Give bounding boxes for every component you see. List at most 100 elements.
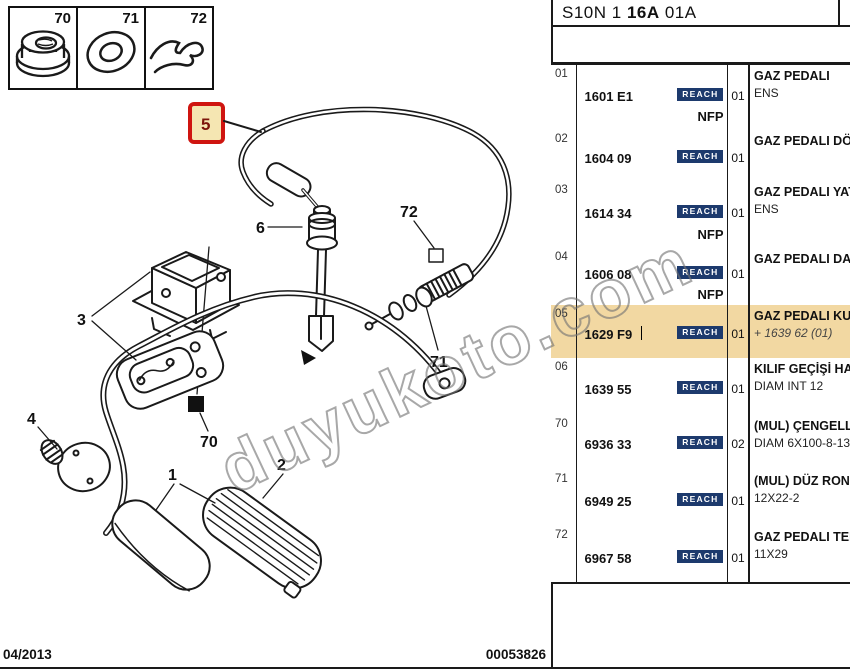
quantity: 01 bbox=[731, 382, 745, 396]
reach-badge[interactable]: REACH bbox=[677, 205, 723, 218]
quantity: 01 bbox=[731, 267, 745, 281]
table-row: 70 6936 33 REACH 02 (MUL) ÇENGELL DIAM 6X100-… bbox=[551, 415, 850, 471]
legend-cell-72: 72 bbox=[144, 6, 214, 90]
reach-badge[interactable]: REACH bbox=[677, 381, 723, 394]
description-line2: DIAM INT 12 bbox=[754, 379, 824, 393]
code-prefix: S10N 1 bbox=[562, 3, 627, 22]
highlight-box-5 bbox=[188, 102, 262, 144]
description-line1: GAZ PEDALI DÖN bbox=[754, 134, 850, 148]
grommet bbox=[39, 439, 111, 493]
quantity: 01 bbox=[731, 551, 745, 565]
pedal-bracket-lower bbox=[115, 330, 225, 410]
description-line1: (MUL) DÜZ RON bbox=[754, 474, 850, 488]
table-row: 05 1629 F9 REACH 01 GAZ PEDALI KUM + 1639 62 … bbox=[551, 305, 850, 359]
part-number: 1606 08 bbox=[584, 267, 632, 282]
legend-cell-71: 71 bbox=[76, 6, 144, 90]
quantity: 01 bbox=[731, 89, 745, 103]
description-line1: GAZ PEDALI bbox=[754, 69, 830, 83]
table-row: 72 6967 58 REACH 01 GAZ PEDALI TEL 11X29 bbox=[551, 526, 850, 582]
description-line1: GAZ PEDALI YAT bbox=[754, 185, 850, 199]
header-divider bbox=[838, 0, 840, 26]
quantity: 02 bbox=[731, 437, 745, 451]
part-number: 6967 58 bbox=[584, 551, 632, 566]
cable-ferrule bbox=[265, 162, 312, 198]
row-ref-number: 04 bbox=[555, 251, 568, 263]
legend-num-71: 71 bbox=[122, 10, 139, 27]
legend-num-72: 72 bbox=[190, 10, 207, 27]
row-ref-number: 71 bbox=[555, 473, 568, 485]
description-line2: 12X22-2 bbox=[754, 491, 800, 505]
description-line2: ENS bbox=[754, 202, 779, 216]
table-row: 04 1606 08 REACH NFP 01 GAZ PEDALI DAY bbox=[551, 248, 850, 306]
flange-nut-icon bbox=[15, 30, 71, 78]
adjuster-rod bbox=[301, 249, 334, 365]
description-line2: + 1639 62 (01) bbox=[754, 326, 833, 340]
reach-badge[interactable]: REACH bbox=[677, 150, 723, 163]
quantity: 01 bbox=[731, 494, 745, 508]
description-line2: DIAM 6X100-8-13 bbox=[754, 436, 850, 450]
table-row: 01 1601 E1 REACH NFP 01 GAZ PEDALI ENS bbox=[551, 65, 850, 131]
table-row: 71 6949 25 REACH 01 (MUL) DÜZ RON 12X22-2 bbox=[551, 470, 850, 527]
description-line2: ENS bbox=[754, 86, 779, 100]
table-row: 02 1604 09 REACH 01 GAZ PEDALI DÖN bbox=[551, 130, 850, 182]
table-row: 06 1639 55 REACH 01 KILIF GEÇİŞİ HA DIAM INT … bbox=[551, 358, 850, 416]
catalog-header: S10N 1 16A 01A bbox=[553, 0, 850, 25]
pedal-pad bbox=[111, 499, 211, 592]
description-line2: 11X29 bbox=[754, 547, 788, 561]
reach-badge[interactable]: REACH bbox=[677, 436, 723, 449]
code-bold: 16A bbox=[626, 3, 660, 22]
legend-num-70: 70 bbox=[54, 10, 71, 27]
header-bottom-line bbox=[551, 25, 850, 27]
part-number: 1601 E1 bbox=[584, 89, 633, 104]
washer-icon bbox=[86, 30, 136, 74]
row-ref-number: 02 bbox=[555, 133, 568, 145]
reach-badge[interactable]: REACH bbox=[677, 266, 723, 279]
parts-diagram: 5 6 72 3 71 4 70 1 2 bbox=[27, 102, 512, 599]
callout-5: 5 bbox=[201, 115, 210, 134]
description-line1: GAZ PEDALI DAY bbox=[754, 252, 850, 266]
callout-2: 2 bbox=[277, 457, 286, 474]
callout-71: 71 bbox=[430, 354, 448, 371]
row-ref-number: 70 bbox=[555, 418, 568, 430]
reach-badge[interactable]: REACH bbox=[677, 550, 723, 563]
clip-position-marker bbox=[428, 248, 444, 263]
nfp-flag: NFP bbox=[697, 227, 724, 242]
description-line1: (MUL) ÇENGELL bbox=[754, 419, 850, 433]
description-line1: GAZ PEDALI TEL bbox=[754, 530, 850, 544]
description-line1: KILIF GEÇİŞİ HA bbox=[754, 362, 850, 376]
part-number: 1639 55 bbox=[584, 382, 632, 397]
callout-3: 3 bbox=[77, 312, 86, 329]
reach-badge[interactable]: REACH bbox=[677, 88, 723, 101]
part-number: 6936 33 bbox=[584, 437, 632, 452]
quantity: 01 bbox=[731, 151, 745, 165]
nfp-flag: NFP bbox=[697, 109, 724, 124]
row-ref-number: 72 bbox=[555, 529, 568, 541]
quantity: 01 bbox=[731, 206, 745, 220]
quantity: 01 bbox=[731, 327, 745, 341]
catalog-code: S10N 1 16A 01A bbox=[562, 3, 697, 23]
description-line1: GAZ PEDALI KUM bbox=[754, 309, 850, 323]
code-suffix: 01A bbox=[659, 3, 697, 22]
row-ref-number: 05 bbox=[555, 308, 568, 320]
cable-adjuster bbox=[306, 205, 338, 251]
part-number: 6949 25 bbox=[584, 494, 632, 509]
part-number-input[interactable]: 1629 F9 bbox=[584, 327, 633, 342]
part-number: 1604 09 bbox=[584, 151, 632, 166]
text-caret bbox=[640, 326, 642, 340]
callout-72: 72 bbox=[400, 204, 418, 221]
legend-cell-70: 70 bbox=[8, 6, 76, 90]
callout-lines bbox=[37, 220, 439, 511]
nfp-flag: NFP bbox=[697, 287, 724, 302]
reach-badge[interactable]: REACH bbox=[677, 326, 723, 339]
hardware-legend: 70 71 72 bbox=[8, 6, 214, 90]
revision-date: 04/2013 bbox=[3, 647, 52, 662]
nut-position-marker bbox=[188, 396, 204, 412]
document-number: 00053826 bbox=[485, 647, 546, 662]
r-clip-icon bbox=[149, 40, 204, 74]
accelerator-pad bbox=[202, 486, 322, 599]
reach-badge[interactable]: REACH bbox=[677, 493, 723, 506]
row-ref-number: 06 bbox=[555, 361, 568, 373]
callout-6: 6 bbox=[256, 220, 265, 237]
row-ref-number: 01 bbox=[555, 68, 568, 80]
